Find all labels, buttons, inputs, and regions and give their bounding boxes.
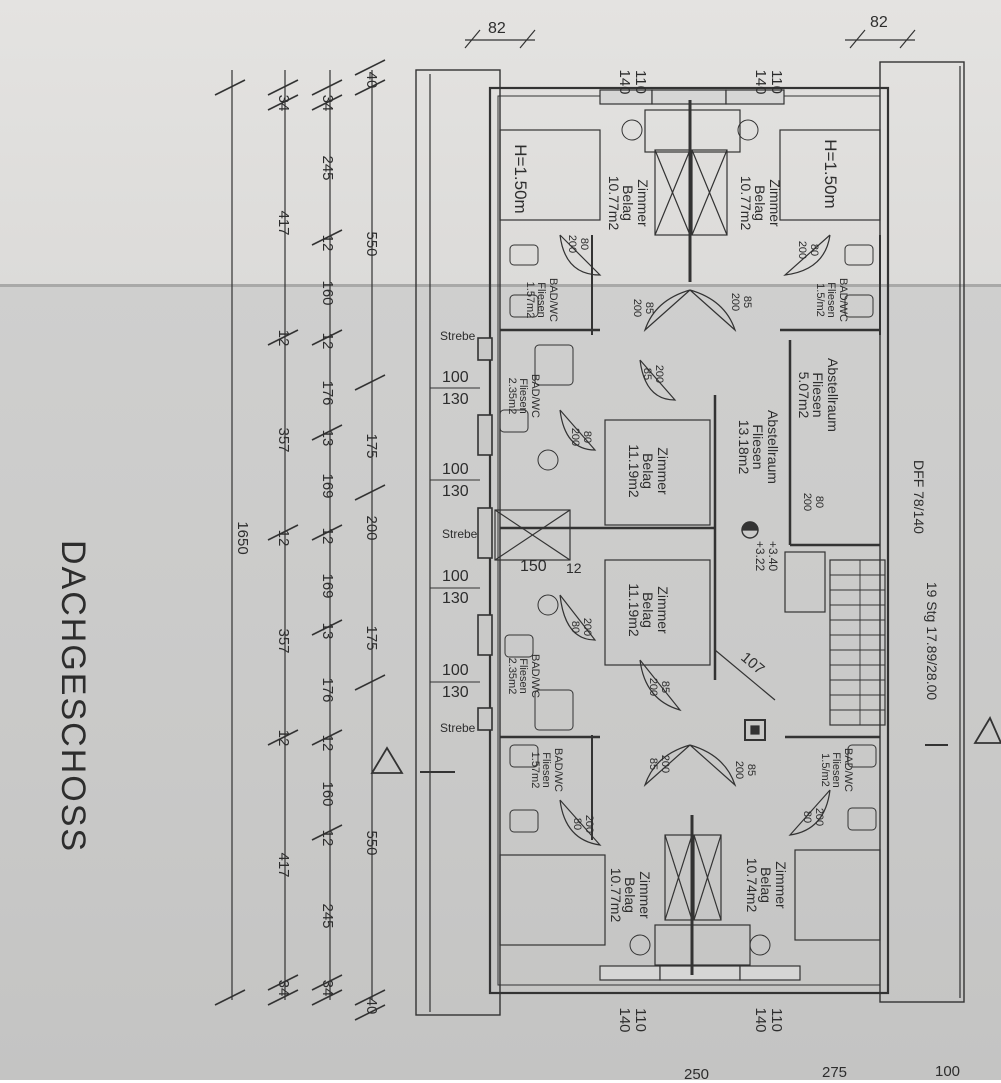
dim-inner-5: 12 xyxy=(275,529,292,547)
dim-mid-6: 176 xyxy=(319,380,336,406)
dim-outer-2: 550 xyxy=(363,231,380,257)
dim-mid-13: 12 xyxy=(319,734,336,752)
dim-mid-2: 245 xyxy=(319,155,336,181)
dim-mid-14: 160 xyxy=(319,781,336,807)
dim-mid-1: 34 xyxy=(319,94,336,112)
dim-inner-3: 12 xyxy=(275,329,292,347)
dim-mid-8: 169 xyxy=(319,473,336,499)
dim-inner-4: 357 xyxy=(275,427,292,453)
dim-outer-4: 200 xyxy=(363,515,380,541)
dim-mid-10: 169 xyxy=(319,573,336,599)
door-swings xyxy=(559,234,831,846)
dim-outer-3: 175 xyxy=(363,433,380,459)
dim-opening-150: 150 xyxy=(520,558,547,575)
dim-mid-12: 176 xyxy=(319,677,336,703)
dim-inner-9: 34 xyxy=(275,979,292,997)
staircase xyxy=(829,559,886,726)
dim-outer-6: 550 xyxy=(363,830,380,856)
dim-mid-4: 160 xyxy=(319,280,336,306)
dim-outer-7: 40 xyxy=(363,997,380,1015)
dim-mid-5: 12 xyxy=(319,332,336,350)
dim-inner-8: 417 xyxy=(275,852,292,878)
dim-inner-7: 12 xyxy=(275,729,292,747)
dim-outer-5: 175 xyxy=(363,625,380,651)
dim-top-82-left: 82 xyxy=(488,20,506,37)
strebe-label-3: Strebe xyxy=(440,721,476,735)
roof-window-label: DFF 78/140 xyxy=(911,460,927,534)
dim-outer-1: 40 xyxy=(363,71,380,89)
dim-bottom-2: 275 xyxy=(822,1064,848,1081)
drawing-title: DACHGESCHOSS xyxy=(54,540,92,854)
dim-ticks xyxy=(214,59,386,1021)
dim-mid-3: 12 xyxy=(319,234,336,252)
dim-bottom-3: 100 xyxy=(935,1063,961,1080)
dim-inner-2: 417 xyxy=(275,210,292,236)
eave-left xyxy=(415,69,501,1016)
level-marker: +3.40+3.22 xyxy=(753,540,780,572)
ceiling-height-tr: H=1.50m xyxy=(821,139,840,209)
strebe-label-1: Strebe xyxy=(440,329,476,343)
dim-opening-12: 12 xyxy=(566,560,582,576)
stair-label: 19 Stg 17.89/28.00 xyxy=(924,581,940,701)
ceiling-height-tl: H=1.50m xyxy=(511,144,530,214)
dim-mid-9: 12 xyxy=(319,527,336,545)
dim-mid-16: 245 xyxy=(319,903,336,929)
dim-mid-7: 13 xyxy=(319,429,336,447)
dim-mid-17: 34 xyxy=(319,979,336,997)
dim-total: 1650 xyxy=(234,521,251,555)
dim-top-82-right: 82 xyxy=(870,14,888,31)
dim-mid-15: 12 xyxy=(319,829,336,847)
dim-mid-11: 13 xyxy=(319,622,336,640)
strebe-label-2: Strebe xyxy=(442,527,478,541)
dim-bottom-1: 250 xyxy=(684,1066,710,1083)
dim-inner-1: 34 xyxy=(275,94,292,112)
dim-inner-6: 357 xyxy=(275,628,292,654)
